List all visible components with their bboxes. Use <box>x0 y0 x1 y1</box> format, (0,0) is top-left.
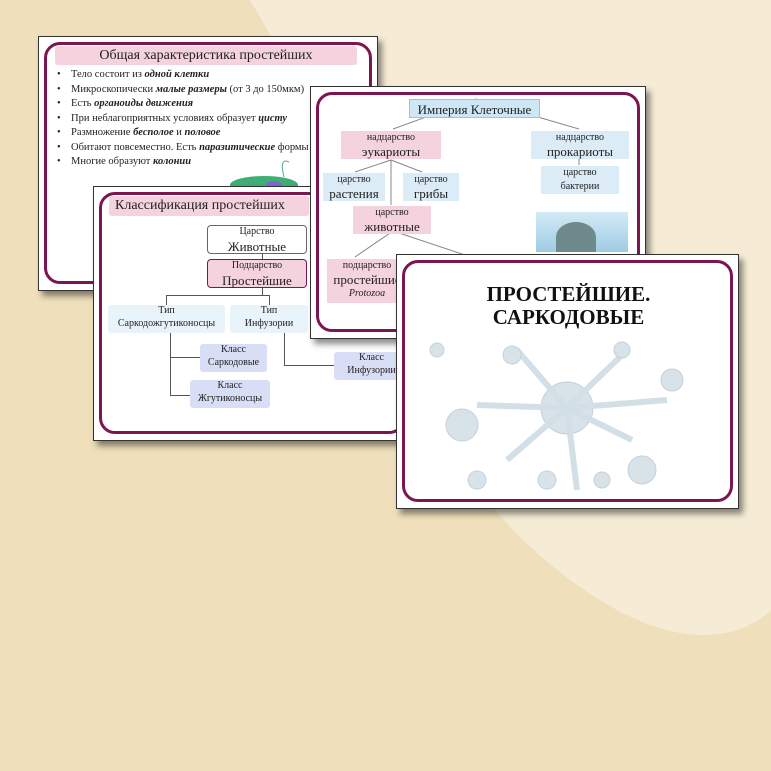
bullet-item: Обитают повсеместно. Есть паразитические… <box>55 141 309 156</box>
bullet-item: Тело состоит из одной клетки <box>55 68 309 83</box>
bullet-list: Тело состоит из одной клетки Микроскопич… <box>55 68 309 170</box>
bullet-item: Размножение бесполое и половое <box>55 126 309 141</box>
slide-title-sarcodina[interactable]: ПРОСТЕЙШИЕ.САРКОДОВЫЕ <box>396 254 739 509</box>
bullet-item: Многие образуют колонии <box>55 155 309 170</box>
empire-cellular-box: Империя Клеточные <box>409 99 540 118</box>
radiolarians-illustration <box>429 341 684 491</box>
bullet-item: Есть органоиды движения <box>55 97 309 112</box>
bullet-item: Микроскопически малые размеры (от 3 до 1… <box>55 83 309 98</box>
slide-title: ПРОСТЕЙШИЕ.САРКОДОВЫЕ <box>486 282 651 329</box>
bullet-item: При неблагоприятных условиях образует ци… <box>55 112 309 127</box>
slide-title: Общая характеристика простейших <box>55 46 357 65</box>
slide-title: Классификация простейших <box>109 196 309 216</box>
radiolarian-illustration <box>536 212 628 252</box>
slide-frame <box>402 260 733 502</box>
